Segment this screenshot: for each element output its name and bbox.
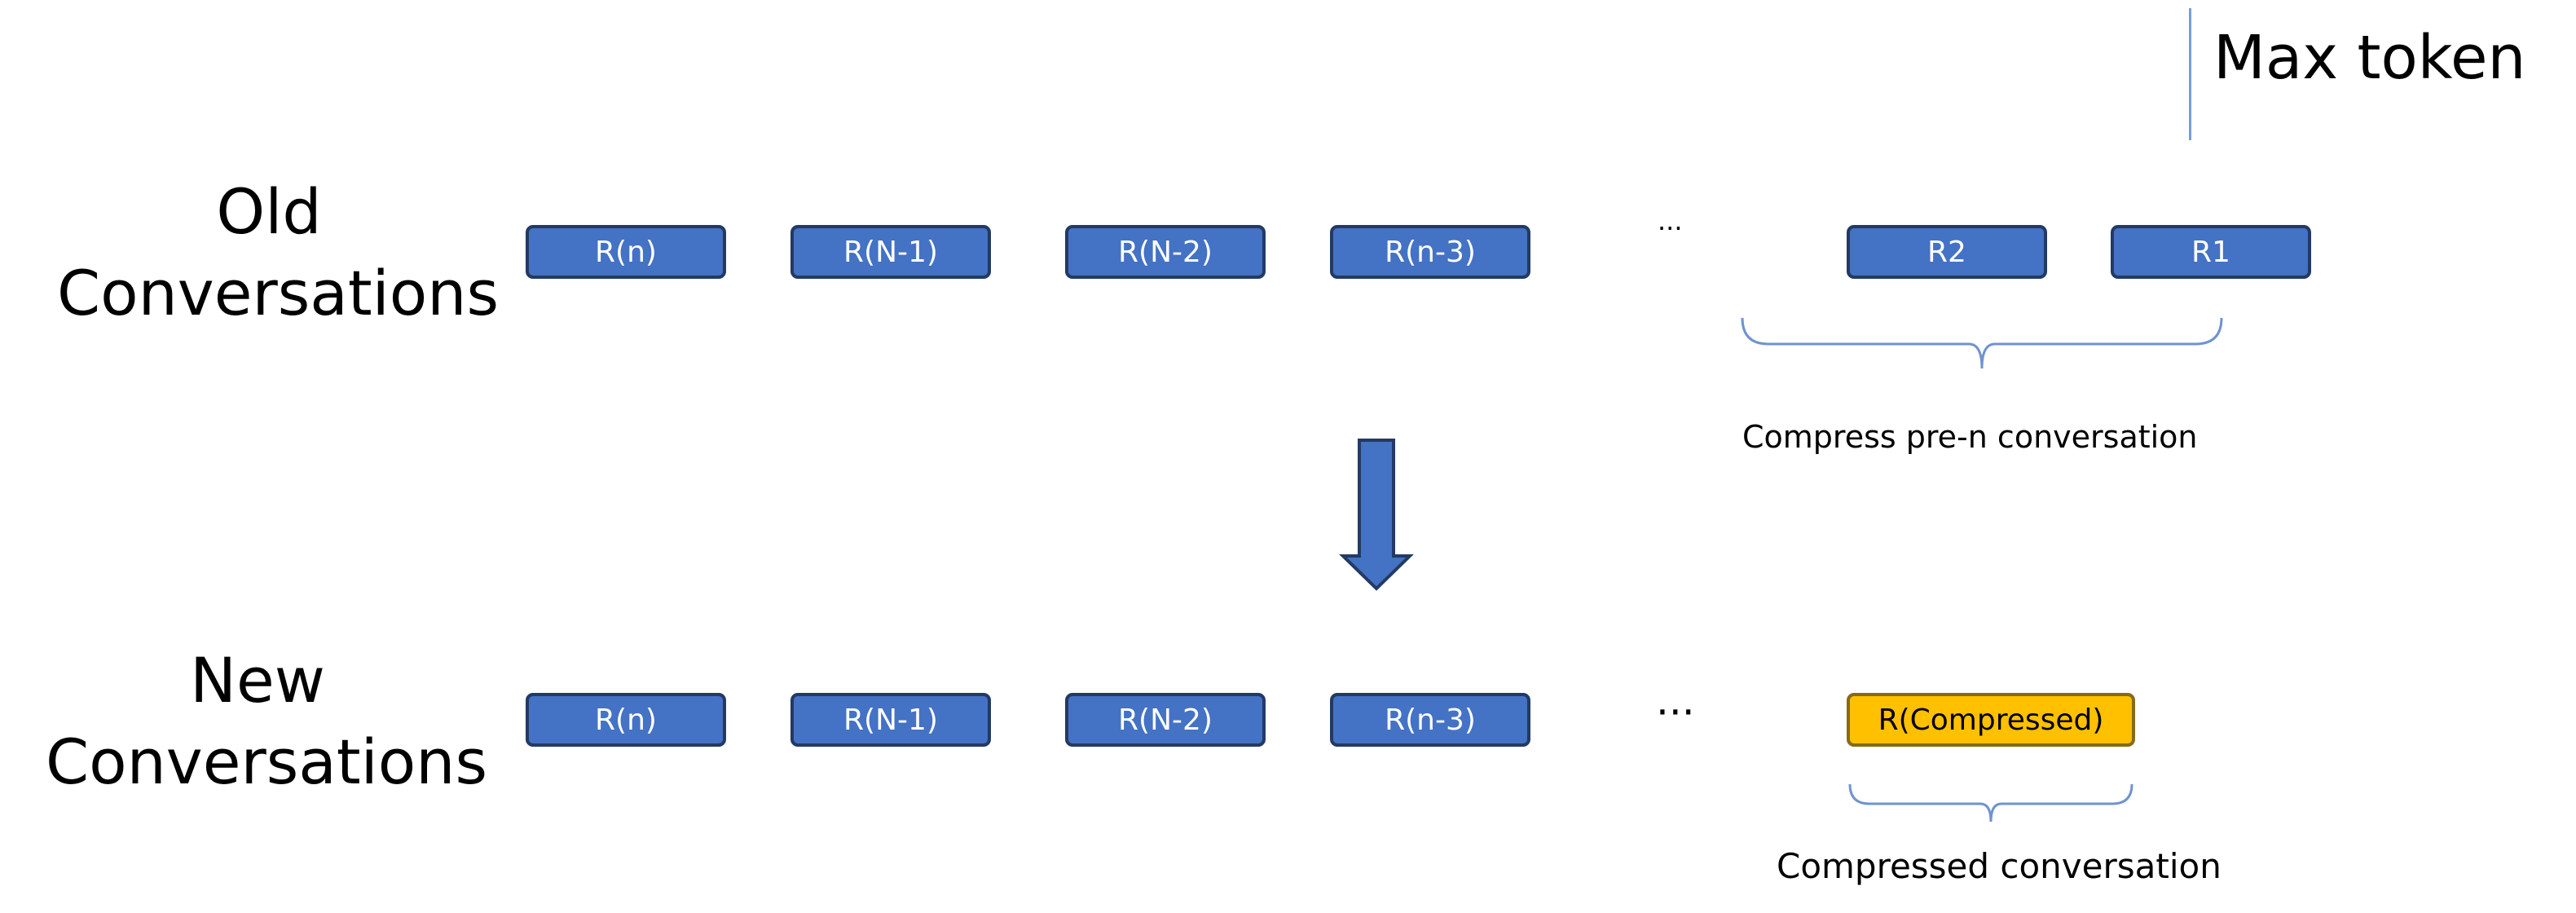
down-arrow xyxy=(1339,439,1414,591)
new-label-line1: New xyxy=(190,644,325,717)
compressed-conversation-caption: Compressed conversation xyxy=(1777,846,2222,886)
old-label-line2: Conversations xyxy=(57,257,500,329)
compress-pre-n-caption: Compress pre-n conversation xyxy=(1742,419,2198,455)
old-box-r-n: R(n) xyxy=(526,225,726,279)
compress-brace xyxy=(1741,317,2223,369)
new-label-line2: Conversations xyxy=(46,726,488,798)
old-box-r2: R2 xyxy=(1847,225,2047,279)
old-label-line1: Old xyxy=(216,175,322,248)
old-box-r-n-minus-3: R(n-3) xyxy=(1330,225,1530,279)
new-ellipsis: ··· xyxy=(1656,689,1695,736)
new-conversations-label: New Conversations xyxy=(46,640,488,803)
compressed-box: R(Compressed) xyxy=(1847,693,2135,747)
new-box-r-n-minus-2: R(N-2) xyxy=(1065,693,1266,747)
old-box-r-n-minus-2: R(N-2) xyxy=(1065,225,1266,279)
max-token-label: Max token xyxy=(2213,23,2526,93)
old-conversations-label: Old Conversations xyxy=(57,171,500,334)
new-box-r-n-minus-1: R(N-1) xyxy=(790,693,991,747)
new-box-r-n-minus-3: R(n-3) xyxy=(1330,693,1530,747)
compressed-brace xyxy=(1848,783,2133,823)
old-box-r1: R1 xyxy=(2111,225,2311,279)
max-token-line xyxy=(2189,8,2191,140)
old-box-r-n-minus-1: R(N-1) xyxy=(790,225,991,279)
old-ellipsis: ... xyxy=(1658,205,1683,236)
new-box-r-n: R(n) xyxy=(526,693,726,747)
